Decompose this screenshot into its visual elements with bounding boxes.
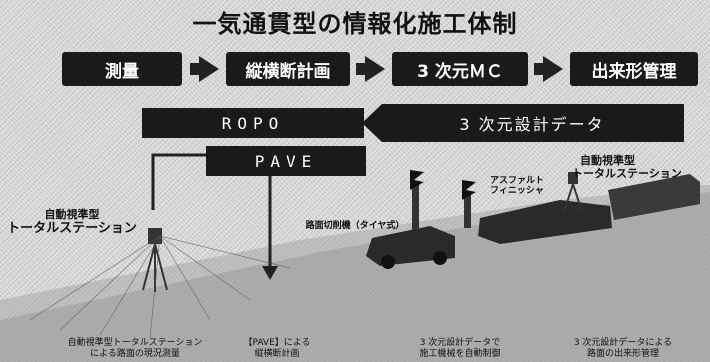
station-right-line-2: トータルステーション [572,167,682,180]
design-data-label: 3 次元設計データ [459,115,605,134]
finisher-label: アスファルト フィニッシャ [490,176,560,196]
ropo-connector [151,153,206,210]
ropo-box: ROPO [142,108,364,138]
arrow-stem-3 [534,63,544,75]
arrow-right-icon [199,56,219,82]
finisher-line-1: アスファルト [490,176,545,186]
cutter-label: 路面切削機（タイヤ式） [300,220,410,233]
caption-survey-line-1: 自動視準型トータルステーション [67,338,203,348]
survey-beams [29,235,291,339]
caption-mc-line-1: 3 次元設計データで [419,338,501,348]
station-right-line-1: 自動視準型 [580,154,635,167]
arrow-down-icon [262,266,278,280]
step-plan: 縦横断計画 [226,52,350,86]
finisher-line-2: フィニッシャ [490,186,544,196]
arrow-right-icon [365,56,385,82]
asphalt-finisher-icon [462,174,700,244]
right-total-station-icon [563,172,583,213]
design-data-label-box: 3 次元設計データ [382,108,682,138]
road-cutter-machine-icon [366,170,455,269]
station-right-label: 自動視準型 トータルステーション [572,154,710,180]
design-data-bar [362,104,684,142]
arrow-right-icon [543,56,563,82]
caption-survey: 自動視準型トータルステーション による路面の現況測量 [50,338,220,360]
caption-survey-line-2: による路面の現況測量 [90,349,180,359]
station-left-line-2: トータルステーション [7,221,137,236]
arrow-stem-1 [190,63,200,75]
step-mc: 3 次元ＭＣ [392,52,528,86]
station-left-label: 自動視準型 トータルステーション [2,208,142,237]
pave-box: PAVE [206,146,366,176]
step-mc-label: 3 次元ＭＣ [417,61,503,82]
cutter-label-text: 路面切削機（タイヤ式） [305,221,405,231]
caption-quality-line-2: 路面の出来形管理 [586,349,659,359]
caption-pave: 【PAVE】による 縦横断計画 [222,338,332,360]
caption-mc: 3 次元設計データで 施工機械を自動制御 [390,338,530,360]
caption-quality-line-1: 3 次元設計データによる [573,338,673,348]
step-survey-label: 測量 [105,61,139,82]
arrow-stem-2 [356,63,366,75]
station-left-line-1: 自動視準型 [44,208,100,221]
caption-pave-line-2: 縦横断計画 [254,349,300,359]
step-survey: 測量 [62,52,182,86]
pave-label: PAVE [254,151,318,171]
caption-pave-line-1: 【PAVE】による [243,338,311,348]
ropo-label: ROPO [221,113,285,133]
caption-quality: 3 次元設計データによる 路面の出来形管理 [548,338,698,360]
page-title: 一気通貫型の情報化施工体制 [192,10,518,38]
step-quality-label: 出来形管理 [591,61,677,82]
step-quality: 出来形管理 [570,52,698,86]
caption-mc-line-2: 施工機械を自動制御 [419,349,501,359]
step-plan-label: 縦横断計画 [245,61,331,82]
